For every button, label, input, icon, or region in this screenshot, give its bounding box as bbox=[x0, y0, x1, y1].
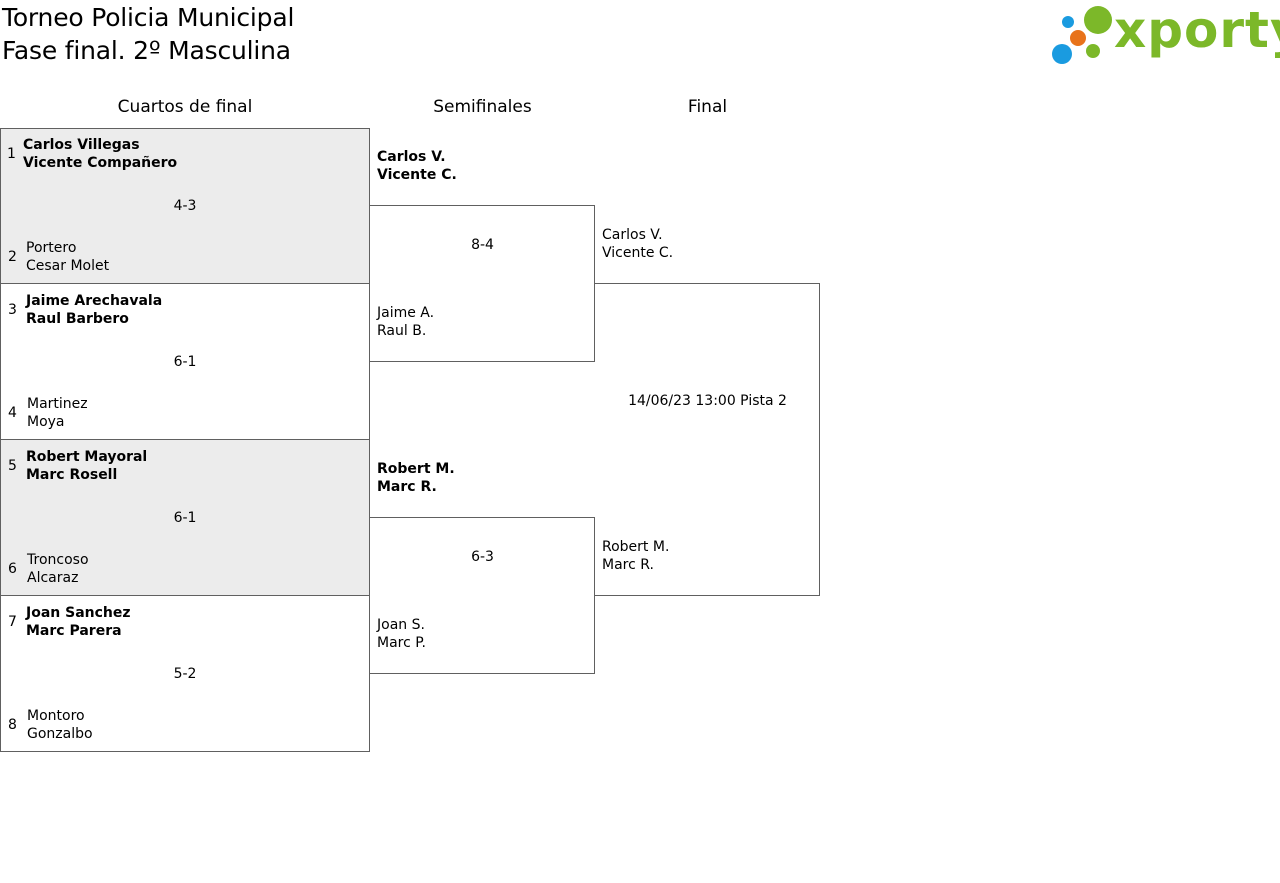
seed-number: 8 bbox=[8, 717, 17, 733]
team-top[interactable]: Carlos V. Vicente C. bbox=[602, 226, 673, 262]
round-header-semifinals: Semifinales bbox=[433, 97, 532, 117]
match-score: 6-1 bbox=[173, 354, 197, 370]
player-name: Moya bbox=[27, 414, 65, 430]
player-name: Raul B. bbox=[377, 323, 427, 339]
final-match[interactable] bbox=[594, 283, 820, 596]
final-schedule-info: 14/06/23 13:00 Pista 2 bbox=[628, 393, 787, 409]
round-header-quarterfinals: Cuartos de final bbox=[117, 97, 253, 117]
player-name: Carlos Villegas bbox=[23, 137, 140, 153]
player-name: Marc R. bbox=[377, 479, 437, 495]
player-name: Joan Sanchez bbox=[26, 605, 131, 621]
player-name: Raul Barbero bbox=[26, 311, 129, 327]
player-name: Carlos V. bbox=[377, 149, 446, 165]
player-name: Jaime Arechavala bbox=[26, 293, 163, 309]
logo-dot-green-icon bbox=[1084, 6, 1112, 34]
logo-dot-orange-icon bbox=[1070, 30, 1086, 46]
seed-number: 3 bbox=[8, 302, 17, 318]
tournament-title: Torneo Policia Municipal bbox=[2, 3, 295, 32]
player-name: Marc Rosell bbox=[26, 467, 118, 483]
player-name: Gonzalbo bbox=[27, 726, 93, 742]
player-name: Marc Parera bbox=[26, 623, 122, 639]
logo-dot-blue-icon bbox=[1052, 44, 1072, 64]
player-name: Alcaraz bbox=[27, 570, 79, 586]
team-top[interactable]: Robert Mayoral Marc Rosell bbox=[26, 448, 147, 484]
player-name: Troncoso bbox=[27, 552, 89, 568]
logo-dot-green-small-icon bbox=[1086, 44, 1100, 58]
player-name: Carlos V. bbox=[602, 227, 663, 243]
player-name: Cesar Molet bbox=[26, 258, 110, 274]
team-top[interactable]: Jaime Arechavala Raul Barbero bbox=[26, 292, 162, 328]
player-name: Martinez bbox=[27, 396, 88, 412]
logo-dot-blue-small-icon bbox=[1062, 16, 1074, 28]
player-name: Portero bbox=[26, 240, 77, 256]
player-name: Vicente Compañero bbox=[23, 155, 178, 171]
match-score: 4-3 bbox=[173, 198, 197, 214]
match-score: 8-4 bbox=[471, 237, 494, 253]
player-name: Robert M. bbox=[602, 539, 670, 555]
team-top[interactable]: Carlos V. Vicente C. bbox=[377, 148, 457, 184]
seed-number: 6 bbox=[8, 561, 17, 577]
player-name: Robert Mayoral bbox=[26, 449, 148, 465]
player-name: Vicente C. bbox=[377, 167, 457, 183]
player-name: Marc R. bbox=[602, 557, 654, 573]
quarterfinal-match-1[interactable] bbox=[0, 128, 370, 284]
team-bottom[interactable]: Montoro Gonzalbo bbox=[27, 707, 93, 743]
team-bottom[interactable]: Troncoso Alcaraz bbox=[27, 551, 89, 587]
seed-number: 5 bbox=[8, 458, 17, 474]
player-name: Marc P. bbox=[377, 635, 426, 651]
player-name: Jaime A. bbox=[377, 305, 435, 321]
seed-number: 4 bbox=[8, 405, 17, 421]
team-bottom[interactable]: Martinez Moya bbox=[27, 395, 88, 431]
match-score: 5-2 bbox=[173, 666, 197, 682]
team-bottom[interactable]: Portero Cesar Molet bbox=[26, 239, 109, 275]
team-bottom[interactable]: Robert M. Marc R. bbox=[602, 538, 669, 574]
match-score: 6-3 bbox=[471, 549, 494, 565]
player-name: Vicente C. bbox=[602, 245, 674, 261]
logo-wordmark: xporty bbox=[1114, 1, 1280, 59]
seed-number: 1 bbox=[7, 146, 16, 162]
quarterfinal-match-3[interactable] bbox=[0, 439, 370, 596]
round-header-final: Final bbox=[687, 97, 728, 117]
phase-subtitle: Fase final. 2º Masculina bbox=[2, 36, 291, 65]
match-score: 6-1 bbox=[173, 510, 197, 526]
team-top[interactable]: Joan Sanchez Marc Parera bbox=[26, 604, 131, 640]
team-top[interactable]: Robert M. Marc R. bbox=[377, 460, 455, 496]
player-name: Montoro bbox=[27, 708, 85, 724]
player-name: Joan S. bbox=[377, 617, 425, 633]
team-bottom[interactable]: Jaime A. Raul B. bbox=[377, 304, 434, 340]
player-name: Robert M. bbox=[377, 461, 455, 477]
xporty-logo: xporty bbox=[1050, 1, 1280, 68]
team-top[interactable]: Carlos Villegas Vicente Compañero bbox=[23, 136, 177, 172]
seed-number: 2 bbox=[8, 249, 17, 265]
team-bottom[interactable]: Joan S. Marc P. bbox=[377, 616, 426, 652]
seed-number: 7 bbox=[8, 614, 17, 630]
